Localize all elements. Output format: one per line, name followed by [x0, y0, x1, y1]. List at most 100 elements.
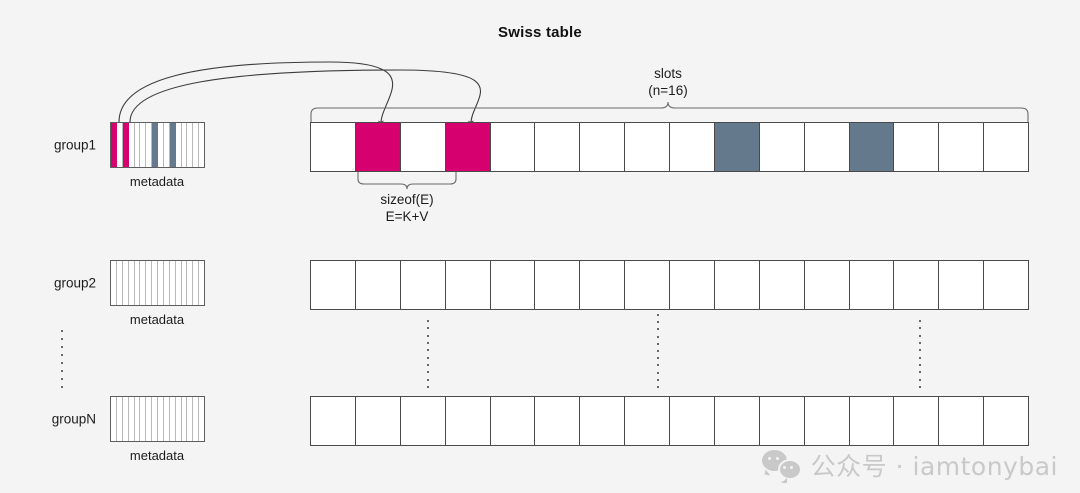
slot-cell	[894, 397, 940, 445]
slot-cell	[490, 123, 536, 171]
metadata-cell	[158, 261, 164, 305]
slot-row-groupN	[310, 396, 1029, 446]
metadata-caption-groupN: metadata	[129, 448, 185, 463]
slot-cell	[714, 123, 760, 171]
pointer-arrow-1	[118, 61, 394, 128]
slots-label-line2: (n=16)	[648, 82, 688, 98]
slot-cell	[849, 397, 895, 445]
metadata-cell	[152, 123, 158, 167]
slot-cell	[625, 397, 670, 445]
slot-cell	[355, 261, 401, 309]
metadata-cell	[140, 123, 147, 167]
sizeof-label: sizeof(E)E=K+V	[380, 192, 433, 226]
slot-cell	[759, 397, 805, 445]
slot-cell	[894, 123, 940, 171]
metadata-cell	[182, 123, 188, 167]
metadata-cell	[176, 397, 182, 441]
slot-row-group1	[310, 122, 1029, 172]
slot-cell	[984, 397, 1028, 445]
metadata-cell	[169, 123, 176, 167]
metadata-cell	[199, 123, 204, 167]
metadata-cell	[152, 397, 158, 441]
page-title: Swiss table	[498, 24, 582, 41]
slot-cell	[625, 261, 670, 309]
metadata-cell	[123, 397, 129, 441]
slot-cell	[939, 397, 985, 445]
metadata-cell	[193, 397, 200, 441]
metadata-cell	[111, 261, 117, 305]
slot-cell	[849, 261, 895, 309]
metadata-block-group1	[110, 122, 205, 168]
slot-row-group2	[310, 260, 1029, 310]
pointer-arrow-2	[129, 69, 482, 128]
watermark-text: 公众号 · iamtonybai	[810, 452, 1058, 481]
slot-cell	[714, 397, 760, 445]
metadata-cell	[135, 123, 141, 167]
metadata-cell	[158, 397, 164, 441]
slot-cell	[804, 123, 850, 171]
slots-label: slots(n=16)	[648, 66, 687, 100]
metadata-cell	[123, 261, 129, 305]
metadata-cell	[164, 123, 170, 167]
sizeof-label-line2: E=K+V	[385, 208, 429, 224]
metadata-caption-group1: metadata	[129, 174, 185, 189]
slots-label-line1: slots	[654, 66, 682, 81]
slot-cell	[939, 123, 985, 171]
metadata-cell	[182, 261, 188, 305]
slot-cell	[311, 261, 356, 309]
metadata-cell	[164, 261, 170, 305]
metadata-cell	[170, 397, 176, 441]
slot-cell	[714, 261, 760, 309]
slot-cell	[445, 123, 491, 171]
metadata-cell	[176, 123, 182, 167]
metadata-cell	[187, 123, 194, 167]
metadata-cell	[146, 397, 153, 441]
metadata-block-group2	[110, 260, 205, 306]
metadata-cell	[146, 261, 153, 305]
sizeof-label-line1: sizeof(E)	[380, 192, 434, 207]
slot-cell	[670, 123, 715, 171]
slot-cell	[670, 261, 715, 309]
metadata-cell	[111, 123, 117, 167]
wechat-bubbles-icon	[761, 450, 802, 483]
slot-cell	[894, 261, 940, 309]
group-label-groupN: groupN	[51, 411, 96, 427]
metadata-cell	[140, 397, 147, 441]
slot-cell	[984, 123, 1028, 171]
slot-cell	[400, 397, 446, 445]
metadata-cell	[193, 261, 200, 305]
ellipsis-slots-column-1	[427, 320, 429, 388]
metadata-cell	[146, 123, 153, 167]
slot-cell	[400, 261, 446, 309]
ellipsis-slots-column-2	[657, 314, 659, 388]
metadata-cell	[129, 397, 135, 441]
slot-cell	[400, 123, 446, 171]
metadata-cell	[135, 397, 141, 441]
metadata-cell	[187, 261, 194, 305]
slot-cell	[984, 261, 1028, 309]
sizeof-brace	[357, 172, 457, 190]
slot-cell	[939, 261, 985, 309]
metadata-cell	[117, 397, 123, 441]
metadata-block-groupN	[110, 396, 205, 442]
slot-cell	[355, 397, 401, 445]
metadata-cell	[135, 261, 141, 305]
metadata-cell	[170, 261, 176, 305]
metadata-cell	[182, 397, 188, 441]
metadata-cell	[111, 397, 117, 441]
metadata-cell	[199, 397, 204, 441]
metadata-cell	[117, 261, 123, 305]
metadata-cell	[129, 123, 135, 167]
metadata-caption-group2: metadata	[129, 312, 185, 327]
slot-cell	[804, 397, 850, 445]
slot-cell	[535, 123, 581, 171]
slot-cell	[490, 397, 536, 445]
slot-cell	[355, 123, 401, 171]
slot-cell	[670, 397, 715, 445]
metadata-cell	[140, 261, 147, 305]
slot-cell	[849, 123, 895, 171]
group-label-group1: group1	[53, 137, 96, 153]
slot-cell	[580, 123, 626, 171]
metadata-cell	[122, 123, 129, 167]
